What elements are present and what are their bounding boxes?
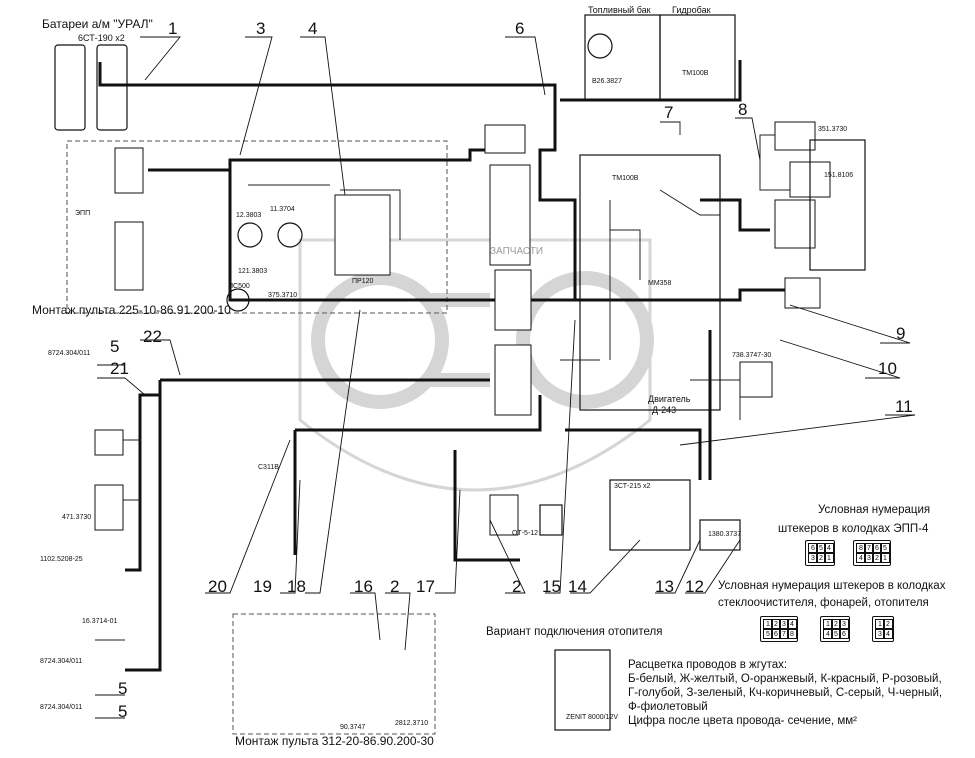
callout-6: 6 [515,19,525,38]
part-351-3730: 351.3730 [818,126,848,133]
part-8724-304-011-top: 8724.304/011 [48,350,91,357]
fuel-tank-label: Топливный бак [588,5,651,15]
callout-22: 22 [143,327,162,346]
epp-label: ЭПП [75,210,91,217]
callout-17: 17 [416,577,435,596]
engine-label: Двигатель [648,394,691,404]
component-boxes [54,14,866,731]
heater-label: ZENIT 8000/12V [566,714,619,721]
part-11-3704: 11.3704 [270,206,295,213]
legend-line-2: Б-белый, Ж-желтый, О-оранжевый, К-красны… [628,673,942,685]
wiper-numbering-line1: Условная нумерация штекеров в колодках [718,580,946,592]
connector-blocks [94,121,831,536]
callout-8: 8 [738,100,748,119]
legend-line-1: Расцветка проводов в жгутах: [628,659,788,671]
part-16-3714-01: 16.3714-01 [82,618,118,625]
callout-20: 20 [208,577,227,596]
legend-line-5: Цифра после цвета провода- сечение, мм² [628,715,857,727]
heater-variant-title: Вариант подключения отопителя [486,626,663,638]
panel1-title: Монтаж пульта 225-10-86.91.200-10 [32,303,231,317]
engine-model-label: Д-243 [652,405,677,415]
callout-11: 11 [895,397,913,416]
epp-numbering-line1: Условная нумерация [818,504,931,516]
wiper-numbering-line2: стеклоочистителя, фонарей, отопителя [718,597,929,609]
part-121-3803: 121.3803 [238,268,268,275]
relay-block-label: ПР120 [352,278,374,285]
callout-5-mid: 5 [118,679,128,698]
callout-7: 7 [664,103,674,122]
callout-5-bottom: 5 [118,702,128,721]
callout-9: 9 [896,324,906,343]
legend-line-4: Ф-фиолетовый [628,701,708,713]
callout-13: 13 [655,577,674,596]
callout-10: 10 [878,359,897,378]
callout-5-top: 5 [110,337,120,356]
legend-line-3: Г-голубой, З-зеленый, Кч-коричневый, С-с… [628,687,943,699]
part-ot-5-12: ОТ-5-12 [512,530,539,537]
panel-frames [66,140,448,735]
thin-wiring [95,134,790,641]
panel2-title: Монтаж пульта 312-20-86.90.200-30 [235,734,434,748]
part-738-3747-30: 738.3747-30 [732,352,772,359]
engine-temp-sensor-label: ТМ100В [612,175,639,182]
part-471-3730: 471.3730 [62,514,92,521]
callout-18: 18 [287,577,306,596]
part-8724-304-011-mid: 8724.304/011 [40,658,83,665]
part-1102-5208-25: 1102.5208-25 [40,556,83,563]
gauge-label: ПС500 [228,283,250,290]
hydro-sensor-label: ТМ100В [682,70,709,77]
part-1380-3737: 1380.3737 [708,531,742,538]
battery2-label: 3СТ-215 x2 [614,483,651,490]
callout-21: 21 [110,359,129,378]
part-8724-304-011-bottom: 8724.304/011 [40,704,83,711]
callout-4: 4 [308,19,318,38]
callout-16: 16 [354,577,373,596]
battery-title: Батареи а/м "УРАЛ" [42,17,153,31]
part-375-3710: 375.3710 [268,292,298,299]
watermark-text: ЗАПЧАСТИ [490,246,544,257]
mm-sensor-label: ММ358 [648,280,672,287]
part-90-3747: 90.3747 [340,724,366,731]
part-151-8106: 151.8106 [824,172,854,179]
callout-19: 19 [253,577,272,596]
callout-15: 15 [542,577,561,596]
callout-2-left: 2 [390,577,400,596]
epp-numbering-line2: штекеров в колодках ЭПП-4 [778,523,929,535]
callout-14: 14 [568,577,587,596]
horn-label: С311В [258,464,279,471]
part-2812-3710: 2812.3710 [395,720,429,727]
callout-1: 1 [168,19,178,38]
fuel-sensor-label: В26.3827 [592,78,622,85]
callout-leaders [95,36,916,719]
battery-type: 6СТ-190 x2 [78,33,125,43]
callout-12: 12 [685,577,704,596]
part-12-3803: 12.3803 [236,212,262,219]
callout-2-right: 2 [512,577,522,596]
hydro-tank-label: Гидробак [672,5,711,15]
callout-3: 3 [256,19,266,38]
